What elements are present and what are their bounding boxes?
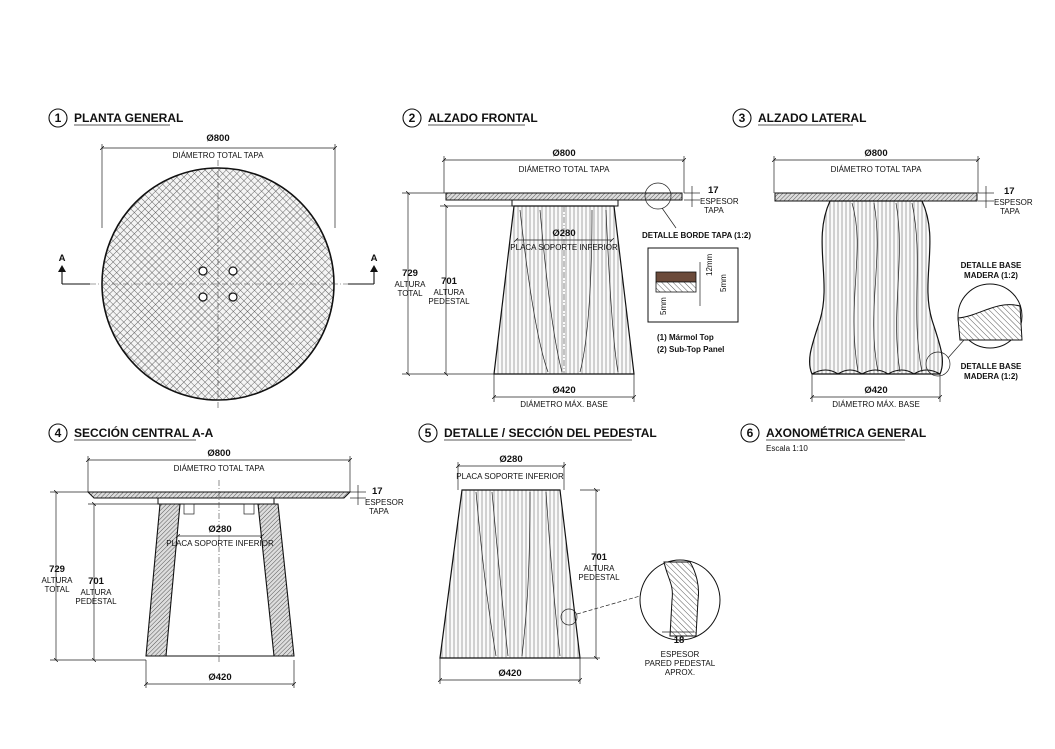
side-elevation: Ø800 DIÁMETRO TOTAL TAPA 17 ESPESOR TAPA…: [774, 148, 1033, 409]
svg-text:12mm: 12mm: [705, 253, 714, 276]
pedestal-plate-diameter: Ø280: [499, 454, 522, 465]
svg-text:TAPA: TAPA: [369, 507, 389, 516]
pedestal-base-diameter: Ø420: [498, 668, 521, 679]
front-plate-label: PLACA SOPORTE INFERIOR: [510, 243, 618, 252]
svg-text:MADERA (1:2): MADERA (1:2): [964, 271, 1018, 280]
plan-view: Ø800 DIÁMETRO TOTAL TAPA A A: [58, 133, 378, 408]
side-diameter: Ø800: [864, 148, 887, 159]
svg-text:TOTAL: TOTAL: [397, 289, 423, 298]
section-label: A: [59, 253, 66, 264]
section-plate-diameter: Ø280: [208, 524, 231, 535]
view-title-1: 1 PLANTA GENERAL: [48, 108, 183, 128]
front-elevation: Ø800 DIÁMETRO TOTAL TAPA Ø280 PLACA SOPO…: [395, 148, 752, 409]
svg-text:ESPESOR: ESPESOR: [365, 498, 404, 507]
view-number: 3: [739, 111, 746, 125]
front-diameter: Ø800: [552, 148, 575, 159]
svg-text:TAPA: TAPA: [1000, 207, 1020, 216]
view-title: ALZADO LATERAL: [758, 111, 866, 125]
svg-text:ALTURA: ALTURA: [42, 576, 74, 585]
view-title-2: 2 ALZADO FRONTAL: [402, 108, 538, 128]
section-mark-left: A: [58, 253, 90, 285]
svg-text:PEDESTAL: PEDESTAL: [75, 597, 117, 606]
pedestal-wall-thickness: 18: [674, 635, 685, 646]
section-plate-label: PLACA SOPORTE INFERIOR: [166, 539, 274, 548]
view-title: ALZADO FRONTAL: [428, 111, 538, 125]
view-title-4: 4 SECCIÓN CENTRAL A-A: [48, 423, 214, 443]
svg-text:ALTURA: ALTURA: [81, 588, 113, 597]
svg-text:APROX.: APROX.: [665, 668, 695, 677]
view-number: 5: [425, 426, 432, 440]
view-title: SECCIÓN CENTRAL A-A: [74, 425, 214, 440]
side-base-diameter: Ø420: [864, 385, 887, 396]
legend-1: (1) Mármol Top: [657, 333, 714, 342]
svg-text:PARED PEDESTAL: PARED PEDESTAL: [645, 659, 716, 668]
svg-text:ESPESOR: ESPESOR: [661, 650, 700, 659]
section-view: Ø800 DIÁMETRO TOTAL TAPA Ø280 PLACA SOPO…: [42, 448, 404, 688]
section-base-diameter: Ø420: [208, 672, 231, 683]
svg-text:5mm: 5mm: [719, 274, 728, 292]
side-diameter-label: DIÁMETRO TOTAL TAPA: [831, 165, 922, 174]
view-title-3: 3 ALZADO LATERAL: [732, 108, 866, 128]
view-number: 6: [747, 426, 754, 440]
section-pedestal-height: 701: [88, 576, 105, 587]
legend-2: (2) Sub-Top Panel: [657, 345, 724, 354]
plan-diameter: Ø800: [206, 133, 229, 144]
svg-text:DETALLE BASE: DETALLE BASE: [961, 362, 1022, 371]
pedestal-height: 701: [591, 552, 608, 563]
svg-text:ESPESOR: ESPESOR: [700, 197, 739, 206]
pedestal-plate-label: PLACA SOPORTE INFERIOR: [456, 472, 564, 481]
side-base-label: DIÁMETRO MÁX. BASE: [832, 400, 920, 409]
section-diameter-label: DIÁMETRO TOTAL TAPA: [174, 464, 265, 473]
front-total-height: 729: [402, 268, 418, 279]
pedestal-detail: Ø280 PLACA SOPORTE INFERIOR 701 ALTURA P…: [439, 454, 721, 684]
front-pedestal-height: 701: [441, 276, 458, 287]
table-top-side: [774, 192, 978, 202]
front-plate-diameter: Ø280: [552, 228, 575, 239]
svg-text:ESPESOR: ESPESOR: [994, 198, 1033, 207]
front-base-label: DIÁMETRO MÁX. BASE: [520, 400, 608, 409]
edge-detail-title: DETALLE BORDE TAPA (1:2): [642, 231, 751, 240]
view-title: AXONOMÉTRICA GENERAL: [766, 425, 926, 440]
view-title-6: 6 AXONOMÉTRICA GENERAL Escala 1:10: [740, 423, 926, 453]
view-title: DETALLE / SECCIÓN DEL PEDESTAL: [444, 425, 657, 440]
svg-text:ALTURA: ALTURA: [434, 288, 466, 297]
pedestal-side: [808, 200, 944, 375]
section-diameter: Ø800: [207, 448, 230, 459]
side-top-thickness: 17: [1004, 186, 1015, 197]
front-base-diameter: Ø420: [552, 385, 575, 396]
axon-scale: Escala 1:10: [766, 444, 808, 453]
svg-text:ALTURA: ALTURA: [395, 280, 427, 289]
svg-text:PEDESTAL: PEDESTAL: [428, 297, 470, 306]
svg-text:MADERA (1:2): MADERA (1:2): [964, 372, 1018, 381]
section-total-height: 729: [49, 564, 65, 575]
front-diameter-label: DIÁMETRO TOTAL TAPA: [519, 165, 610, 174]
svg-text:PEDESTAL: PEDESTAL: [578, 573, 620, 582]
svg-text:TOTAL: TOTAL: [44, 585, 70, 594]
view-title-5: 5 DETALLE / SECCIÓN DEL PEDESTAL: [418, 423, 657, 443]
pedestal-body: [439, 489, 581, 659]
plan-diameter-label: DIÁMETRO TOTAL TAPA: [173, 151, 264, 160]
section-label: A: [371, 253, 378, 264]
svg-text:5mm: 5mm: [659, 297, 668, 315]
svg-text:DETALLE BASE: DETALLE BASE: [961, 261, 1022, 270]
table-top: [445, 192, 683, 201]
view-title: PLANTA GENERAL: [74, 111, 183, 125]
front-top-thickness: 17: [708, 185, 719, 196]
section-top-thickness: 17: [372, 486, 383, 497]
section-mark-right: A: [348, 253, 378, 285]
svg-text:TAPA: TAPA: [704, 206, 724, 215]
view-number: 1: [55, 111, 62, 125]
view-number: 4: [55, 426, 62, 440]
edge-detail-box: 12mm 5mm 5mm: [647, 247, 739, 323]
view-number: 2: [409, 111, 416, 125]
svg-text:ALTURA: ALTURA: [584, 564, 616, 573]
